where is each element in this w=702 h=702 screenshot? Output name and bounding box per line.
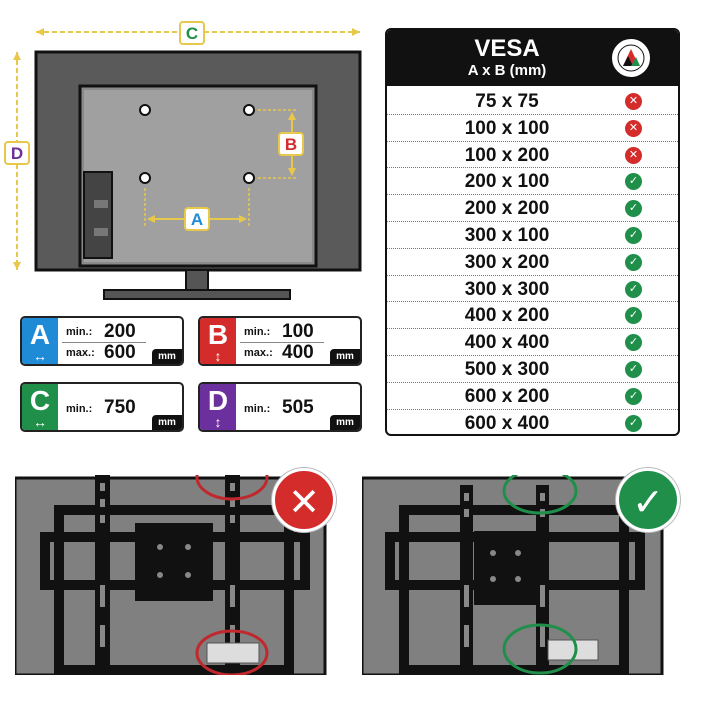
vesa-row: 500 x 300 ✓ xyxy=(387,356,678,383)
vesa-row: 600 x 200 ✓ xyxy=(387,383,678,410)
vesa-size: 200 x 100 xyxy=(464,171,550,193)
cross-icon: ✕ xyxy=(625,93,642,110)
vesa-size: 200 x 200 xyxy=(464,198,550,220)
check-icon: ✓ xyxy=(625,226,642,244)
letter-box-c: C ↔ xyxy=(22,384,58,430)
svg-text:A: A xyxy=(191,210,203,229)
dimension-tag-c: C xyxy=(179,21,205,45)
unit-label: mm xyxy=(330,349,360,364)
vesa-row: 400 x 200 ✓ xyxy=(387,302,678,330)
vesa-rows: 75 x 75✕100 x 100✕100 x 200✕200 x 100✓20… xyxy=(387,88,678,434)
vesa-size: 300 x 200 xyxy=(464,251,550,273)
vesa-size: 600 x 200 xyxy=(464,385,550,407)
max-value-b: 400 xyxy=(282,342,314,363)
vesa-table: VESA A x B (mm) 75 x 75✕100 x 100✕100 x … xyxy=(385,28,680,436)
vesa-size: 100 x 100 xyxy=(464,117,550,139)
horizontal-arrow-icon: ↔ xyxy=(33,414,47,430)
vesa-row: 200 x 200 ✓ xyxy=(387,195,678,222)
cross-icon: ✕ xyxy=(625,119,642,137)
min-value-a: 200 xyxy=(104,321,136,342)
spec-card-d: D ↕ min.: 505 mm xyxy=(198,382,362,432)
min-label: min.: xyxy=(66,326,93,338)
highlight-circle-bottom xyxy=(195,629,269,675)
cross-icon: ✕ xyxy=(625,146,642,164)
check-icon: ✓ xyxy=(625,334,642,352)
min-value-b: 100 xyxy=(282,321,314,342)
vesa-row: 100 x 100 ✕ xyxy=(387,115,678,142)
vesa-row: 400 x 400 ✓ xyxy=(387,329,678,356)
min-label: min.: xyxy=(66,403,93,415)
vesa-size: 600 x 400 xyxy=(464,412,550,434)
vesa-size: 300 x 100 xyxy=(464,224,550,246)
vesa-title: VESA xyxy=(474,35,540,62)
min-label: min.: xyxy=(244,326,271,338)
bracket-correct-panel xyxy=(362,475,664,675)
svg-text:D: D xyxy=(11,144,23,163)
vesa-size: 400 x 400 xyxy=(464,332,550,354)
check-icon: ✓ xyxy=(625,253,642,271)
check-icon: ✓ xyxy=(625,414,642,432)
max-value-a: 600 xyxy=(104,342,136,363)
spec-card-a: A ↔ min.: 200 max.: 600 mm xyxy=(20,316,184,366)
letter-box-b: B ↕ xyxy=(200,318,236,364)
min-value-c: 750 xyxy=(104,397,136,418)
vesa-row: 300 x 300 ✓ xyxy=(387,276,678,303)
vertical-arrow-icon: ↕ xyxy=(214,414,222,430)
svg-text:B: B xyxy=(285,135,297,154)
letter-c: C xyxy=(29,385,51,416)
check-icon: ✓ xyxy=(625,173,642,191)
vesa-size: 300 x 300 xyxy=(464,278,550,300)
check-icon: ✓ xyxy=(616,468,680,532)
unit-label: mm xyxy=(152,415,182,430)
svg-text:C: C xyxy=(186,24,198,43)
vesa-size: 500 x 300 xyxy=(464,358,550,380)
divider xyxy=(240,342,324,343)
divider xyxy=(62,342,146,343)
vesa-row: 100 x 200 ✕ xyxy=(387,142,678,169)
check-icon: ✓ xyxy=(625,307,642,325)
max-label: max.: xyxy=(66,347,95,359)
spec-card-c: C ↔ min.: 750 mm xyxy=(20,382,184,432)
vertical-arrow-icon: ↕ xyxy=(214,348,222,364)
check-icon: ✓ xyxy=(625,280,642,298)
letter-d: D xyxy=(207,385,229,416)
max-label: max.: xyxy=(244,347,273,359)
dimension-tag-b: B xyxy=(278,132,304,156)
check-icon: ✓ xyxy=(625,387,642,405)
brand-logo-icon xyxy=(610,37,652,79)
letter-box-d: D ↕ xyxy=(200,384,236,430)
dimension-tag-a: A xyxy=(184,207,210,231)
check-icon: ✓ xyxy=(625,200,642,218)
letter-b: B xyxy=(207,319,229,350)
vesa-size: 75 x 75 xyxy=(475,91,539,112)
cross-icon: ✕ xyxy=(272,468,336,532)
tv-diagram: C D A B xyxy=(4,21,362,300)
letter-box-a: A ↔ xyxy=(22,318,58,364)
vesa-size: 100 x 200 xyxy=(464,144,550,166)
unit-label: mm xyxy=(152,349,182,364)
highlight-circle-bottom xyxy=(502,623,578,675)
vesa-size: 400 x 200 xyxy=(464,305,550,327)
vesa-row: 200 x 100 ✓ xyxy=(387,168,678,196)
vesa-header: VESA A x B (mm) xyxy=(387,30,678,86)
check-icon: ✓ xyxy=(625,360,642,378)
min-value-d: 505 xyxy=(282,397,314,418)
vesa-row: 75 x 75 ✕ xyxy=(387,88,678,115)
vesa-subtitle: A x B (mm) xyxy=(467,62,547,79)
highlight-circle-top xyxy=(195,475,269,501)
horizontal-arrow-icon: ↔ xyxy=(33,348,47,364)
vesa-row: 300 x 200 ✓ xyxy=(387,249,678,276)
unit-label: mm xyxy=(330,415,360,430)
bracket-incorrect-panel xyxy=(15,475,327,675)
letter-a: A xyxy=(29,319,51,350)
spec-card-b: B ↕ min.: 100 max.: 400 mm xyxy=(198,316,362,366)
vesa-row: 300 x 100 ✓ xyxy=(387,222,678,249)
highlight-circle-top xyxy=(502,475,578,515)
vesa-row: 600 x 400 ✓ xyxy=(387,410,678,434)
dimension-tag-d: D xyxy=(4,141,30,165)
min-label: min.: xyxy=(244,403,271,415)
